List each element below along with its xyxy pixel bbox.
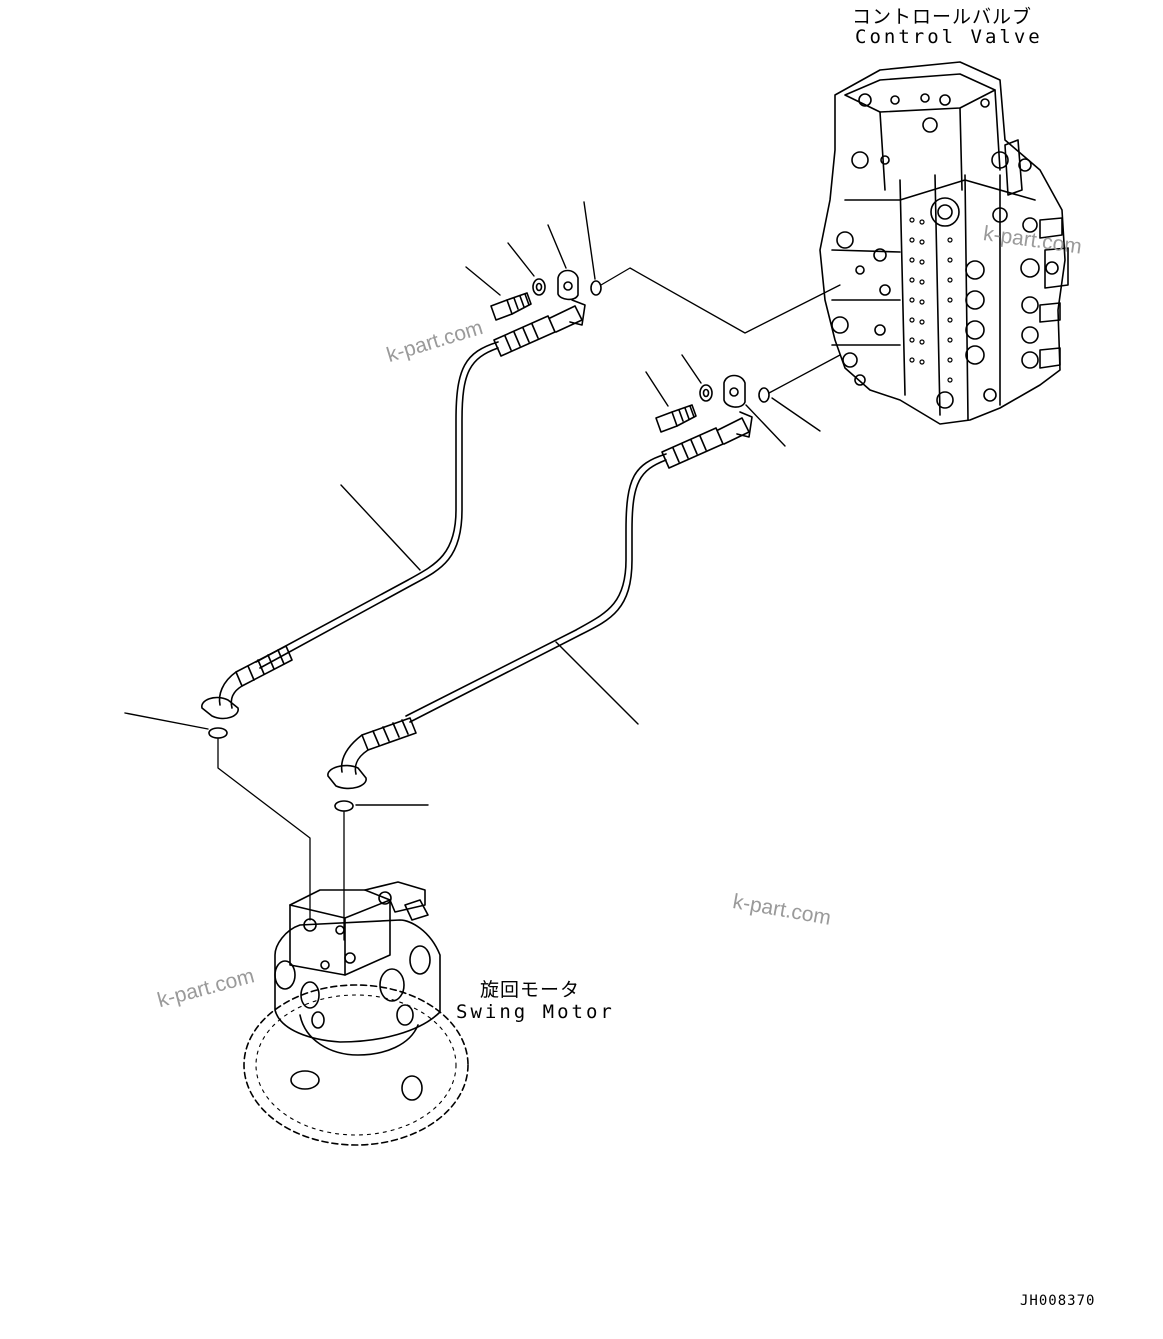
lower-hose xyxy=(409,459,667,723)
upper-hose xyxy=(259,347,499,669)
upper-hose-fitting-set xyxy=(490,269,602,357)
swing-motor-label-jp: 旋回モータ xyxy=(480,979,581,1001)
control-valve-label-en: Control Valve xyxy=(855,26,1043,48)
control-valve-drawing xyxy=(819,61,1069,425)
control-valve-label-jp: コントロールバルブ xyxy=(852,6,1033,28)
drawing-code: JH008370 xyxy=(1020,1293,1096,1309)
lower-hose-fitting-set xyxy=(655,374,770,469)
swing-motor-drawing xyxy=(243,881,469,1146)
swing-motor-label-en: Swing Motor xyxy=(456,1001,615,1023)
